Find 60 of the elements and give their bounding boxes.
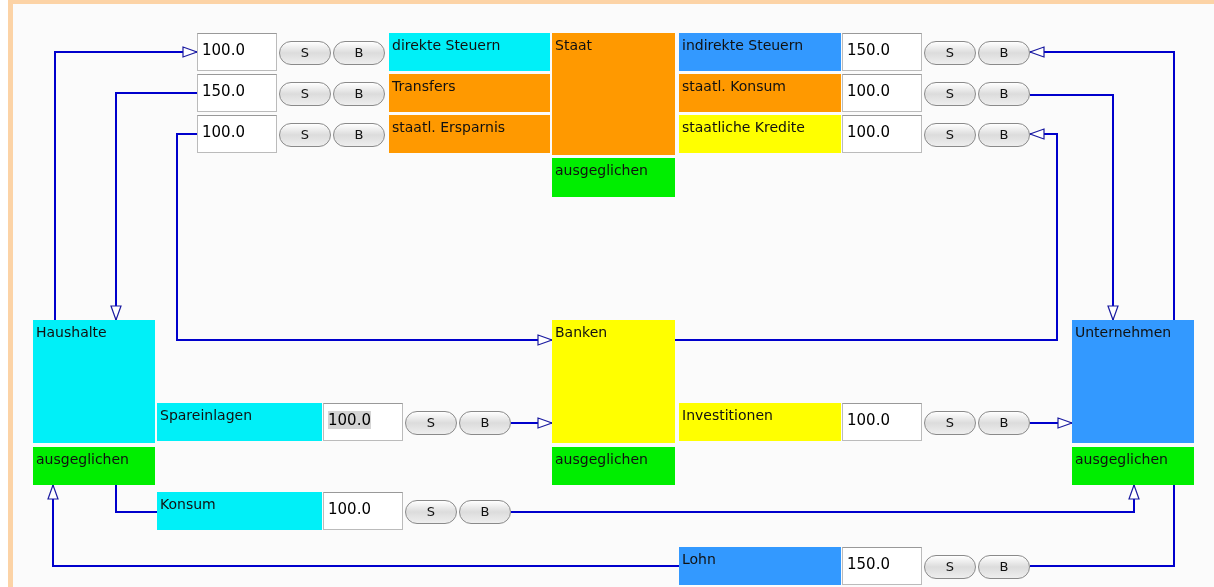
pill-button: S xyxy=(924,555,976,579)
value-field: 150.0 xyxy=(842,547,922,585)
flow-label: staatl. Ersparnis xyxy=(389,115,550,153)
pill-button: B xyxy=(978,123,1030,147)
pill-button: S xyxy=(924,82,976,106)
flow-arrow xyxy=(674,128,1058,341)
pill-button: B xyxy=(459,500,511,524)
flow-arrow xyxy=(1029,46,1175,321)
value-field: 100.0 xyxy=(197,33,277,71)
pill-button: S xyxy=(279,123,331,147)
value-field: 100.0 xyxy=(323,403,403,441)
pill-button: B xyxy=(978,411,1030,435)
flow-arrow xyxy=(510,484,1140,513)
status-box: ausgeglichen xyxy=(33,447,155,485)
pill-button: B xyxy=(459,411,511,435)
value-field: 100.0 xyxy=(197,115,277,153)
sector-box: Unternehmen xyxy=(1072,320,1194,443)
flow-label: Spareinlagen xyxy=(157,403,322,441)
pill-button: B xyxy=(333,123,385,147)
value-field: 150.0 xyxy=(197,74,277,112)
flow-label: Investitionen xyxy=(679,403,841,441)
status-box: ausgeglichen xyxy=(552,158,675,197)
flow-label: direkte Steuern xyxy=(389,33,550,71)
pill-button: S xyxy=(279,82,331,106)
pill-button: S xyxy=(279,41,331,65)
value-field: 100.0 xyxy=(842,74,922,112)
pill-button: S xyxy=(405,411,457,435)
flow-label: staatl. Konsum xyxy=(679,74,841,112)
flow-label: Lohn xyxy=(679,547,841,585)
pill-button: S xyxy=(924,123,976,147)
flow-arrow xyxy=(510,417,553,429)
flow-label: indirekte Steuern xyxy=(679,33,841,71)
value-field: 100.0 xyxy=(842,403,922,441)
pill-button: S xyxy=(405,500,457,524)
pill-button: S xyxy=(924,41,976,65)
sector-box: Banken xyxy=(552,320,675,443)
pill-button: B xyxy=(333,82,385,106)
connector-line xyxy=(115,484,158,513)
flow-label: Transfers xyxy=(389,74,550,112)
pill-button: B xyxy=(978,555,1030,579)
status-box: ausgeglichen xyxy=(1072,447,1194,485)
flow-arrow xyxy=(1029,417,1073,429)
flow-arrow xyxy=(54,46,198,321)
flow-label: staatliche Kredite xyxy=(679,115,841,153)
sector-box: Haushalte xyxy=(33,320,155,443)
flow-arrow xyxy=(1029,94,1119,321)
pill-button: B xyxy=(333,41,385,65)
pill-button: B xyxy=(978,82,1030,106)
value-field: 150.0 xyxy=(842,33,922,71)
value-field: 100.0 xyxy=(323,492,403,530)
flow-arrow xyxy=(110,92,198,321)
sector-box: Staat xyxy=(552,33,675,155)
value-field: 100.0 xyxy=(842,115,922,153)
pill-button: S xyxy=(924,411,976,435)
flow-arrow xyxy=(176,133,553,346)
pill-button: B xyxy=(978,41,1030,65)
connector-line xyxy=(1029,484,1175,567)
flow-arrow xyxy=(47,484,680,567)
status-box: ausgeglichen xyxy=(552,447,675,485)
flow-label: Konsum xyxy=(157,492,322,530)
